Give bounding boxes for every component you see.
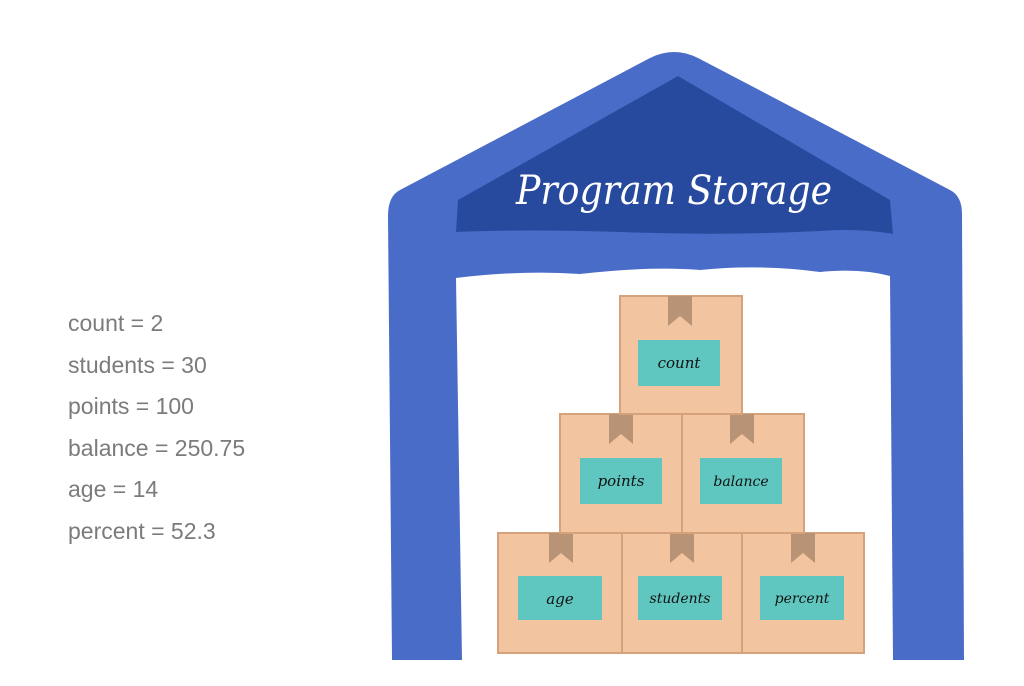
box-label-percent-text: percent xyxy=(775,591,830,607)
variable-points: points = 100 xyxy=(68,393,194,420)
variable-list: count = 2 students = 30 points = 100 bal… xyxy=(68,306,245,556)
box-label-age xyxy=(518,576,602,620)
roof-panel xyxy=(456,76,893,234)
box-stack: age students percent points xyxy=(497,295,865,654)
box-label-balance-text: balance xyxy=(713,474,768,490)
box-tape xyxy=(549,533,573,563)
variable-count: count = 2 xyxy=(68,310,164,336)
box-label-age-text: age xyxy=(546,590,574,608)
storage-title: Program Storage xyxy=(515,168,832,214)
box-students: students xyxy=(621,532,743,654)
box-label-balance xyxy=(700,458,782,504)
box-label-count xyxy=(638,340,720,386)
box-tape xyxy=(730,414,754,444)
box-label-points xyxy=(580,458,662,504)
box-balance: balance xyxy=(681,413,805,534)
variable-age: age = 14 xyxy=(68,476,159,503)
box-label-count-text: count xyxy=(658,354,702,372)
box-percent: percent xyxy=(741,532,865,654)
box-tape xyxy=(670,533,694,563)
box-label-students xyxy=(638,576,722,620)
variable-percent: percent = 52.3 xyxy=(68,517,216,544)
box-tape xyxy=(668,296,692,326)
box-age: age xyxy=(497,532,623,654)
variable-students: students = 30 xyxy=(68,351,207,378)
box-label-percent xyxy=(760,576,844,620)
box-tape xyxy=(609,414,633,444)
box-tape xyxy=(791,533,815,563)
variable-balance: balance = 250.75 xyxy=(68,434,246,461)
box-label-students-text: students xyxy=(650,591,711,607)
box-points: points xyxy=(559,413,683,534)
box-label-points-text: points xyxy=(598,472,645,490)
box-count: count xyxy=(619,295,743,415)
